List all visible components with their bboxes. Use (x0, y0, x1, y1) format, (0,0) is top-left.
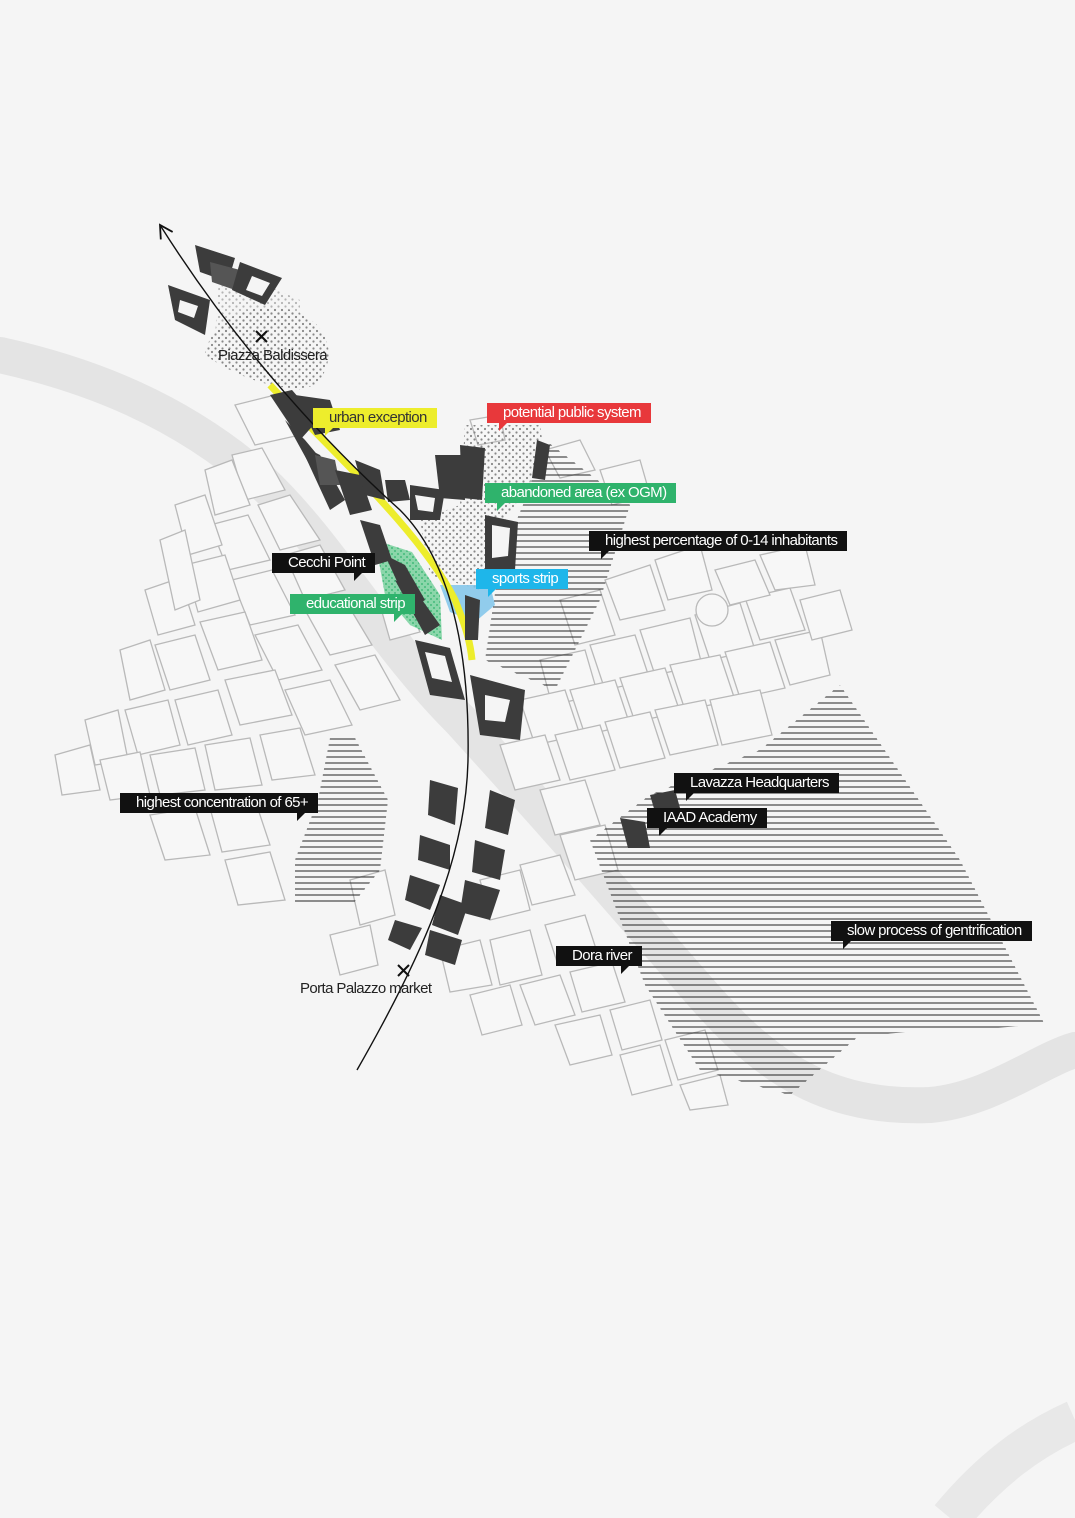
label-abandoned-area: abandoned area (ex OGM) (485, 483, 677, 511)
label-dora-river: Dora river (556, 946, 642, 974)
place-porta-palazzo: Porta Palazzo market (300, 980, 432, 997)
street-blocks-south (329, 854, 729, 1111)
street-blocks-east (469, 414, 853, 881)
place-piazza-baldissera: Piazza Baldissera (218, 347, 328, 364)
label-lavazza-headquarters: Lavazza Headquarters (674, 773, 839, 801)
buildings (168, 245, 692, 965)
label-iaad-academy: IAAD Academy (647, 808, 767, 836)
label-potential-public-system: potential public system (487, 403, 651, 431)
corner-arc (934, 1401, 1075, 1518)
label-cecchi-point: Cecchi Point (272, 553, 376, 581)
cross-marker-porta-palazzo (397, 964, 410, 977)
dotted-area-ogm (420, 425, 545, 590)
dotted-area-north (215, 265, 300, 390)
hatch-elderly (295, 738, 388, 905)
label-highest-percentage-children: highest percentage of 0-14 inhabitants (589, 531, 848, 559)
label-educational-strip: educational strip (290, 594, 416, 622)
route-line (158, 223, 469, 1071)
cross-marker-baldissera (255, 330, 268, 343)
label-highest-concentration-65: highest concentration of 65+ (120, 793, 319, 821)
label-urban-exception: urban exception (313, 408, 437, 436)
label-slow-gentrification: slow process of gentrification (831, 921, 1032, 949)
label-sports-strip: sports strip (476, 569, 569, 597)
street-blocks (54, 394, 421, 906)
